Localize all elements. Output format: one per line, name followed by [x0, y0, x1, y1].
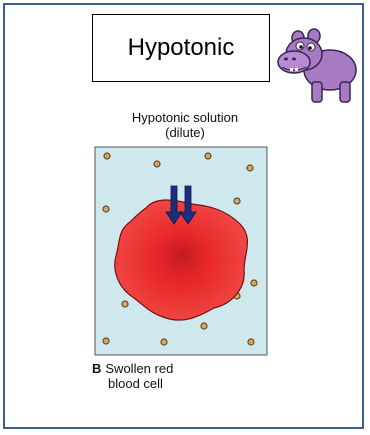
caption-line-2: blood cell [92, 376, 272, 391]
particle [248, 339, 254, 345]
title-label: Hypotonic [128, 34, 235, 62]
heading-line-1: Hypotonic solution [90, 110, 280, 125]
diagram-caption: B Swollen red blood cell [92, 361, 272, 391]
particle [154, 161, 160, 167]
hippo-icon [276, 26, 360, 106]
cell-center [154, 228, 210, 280]
caption-letter: B [92, 361, 101, 376]
particle [122, 301, 128, 307]
hypotonic-diagram [94, 146, 268, 356]
particle [234, 198, 240, 204]
particle [247, 165, 253, 171]
particle [161, 339, 167, 345]
particle [201, 323, 207, 329]
heading-line-2: (dilute) [90, 125, 280, 140]
diagram-heading: Hypotonic solution (dilute) [90, 110, 280, 140]
particle [104, 153, 110, 159]
particle [103, 338, 109, 344]
particle [103, 206, 109, 212]
particle [251, 280, 257, 286]
caption-line-1: Swollen red [105, 361, 173, 376]
title-box: Hypotonic [92, 14, 270, 82]
particle [205, 153, 211, 159]
